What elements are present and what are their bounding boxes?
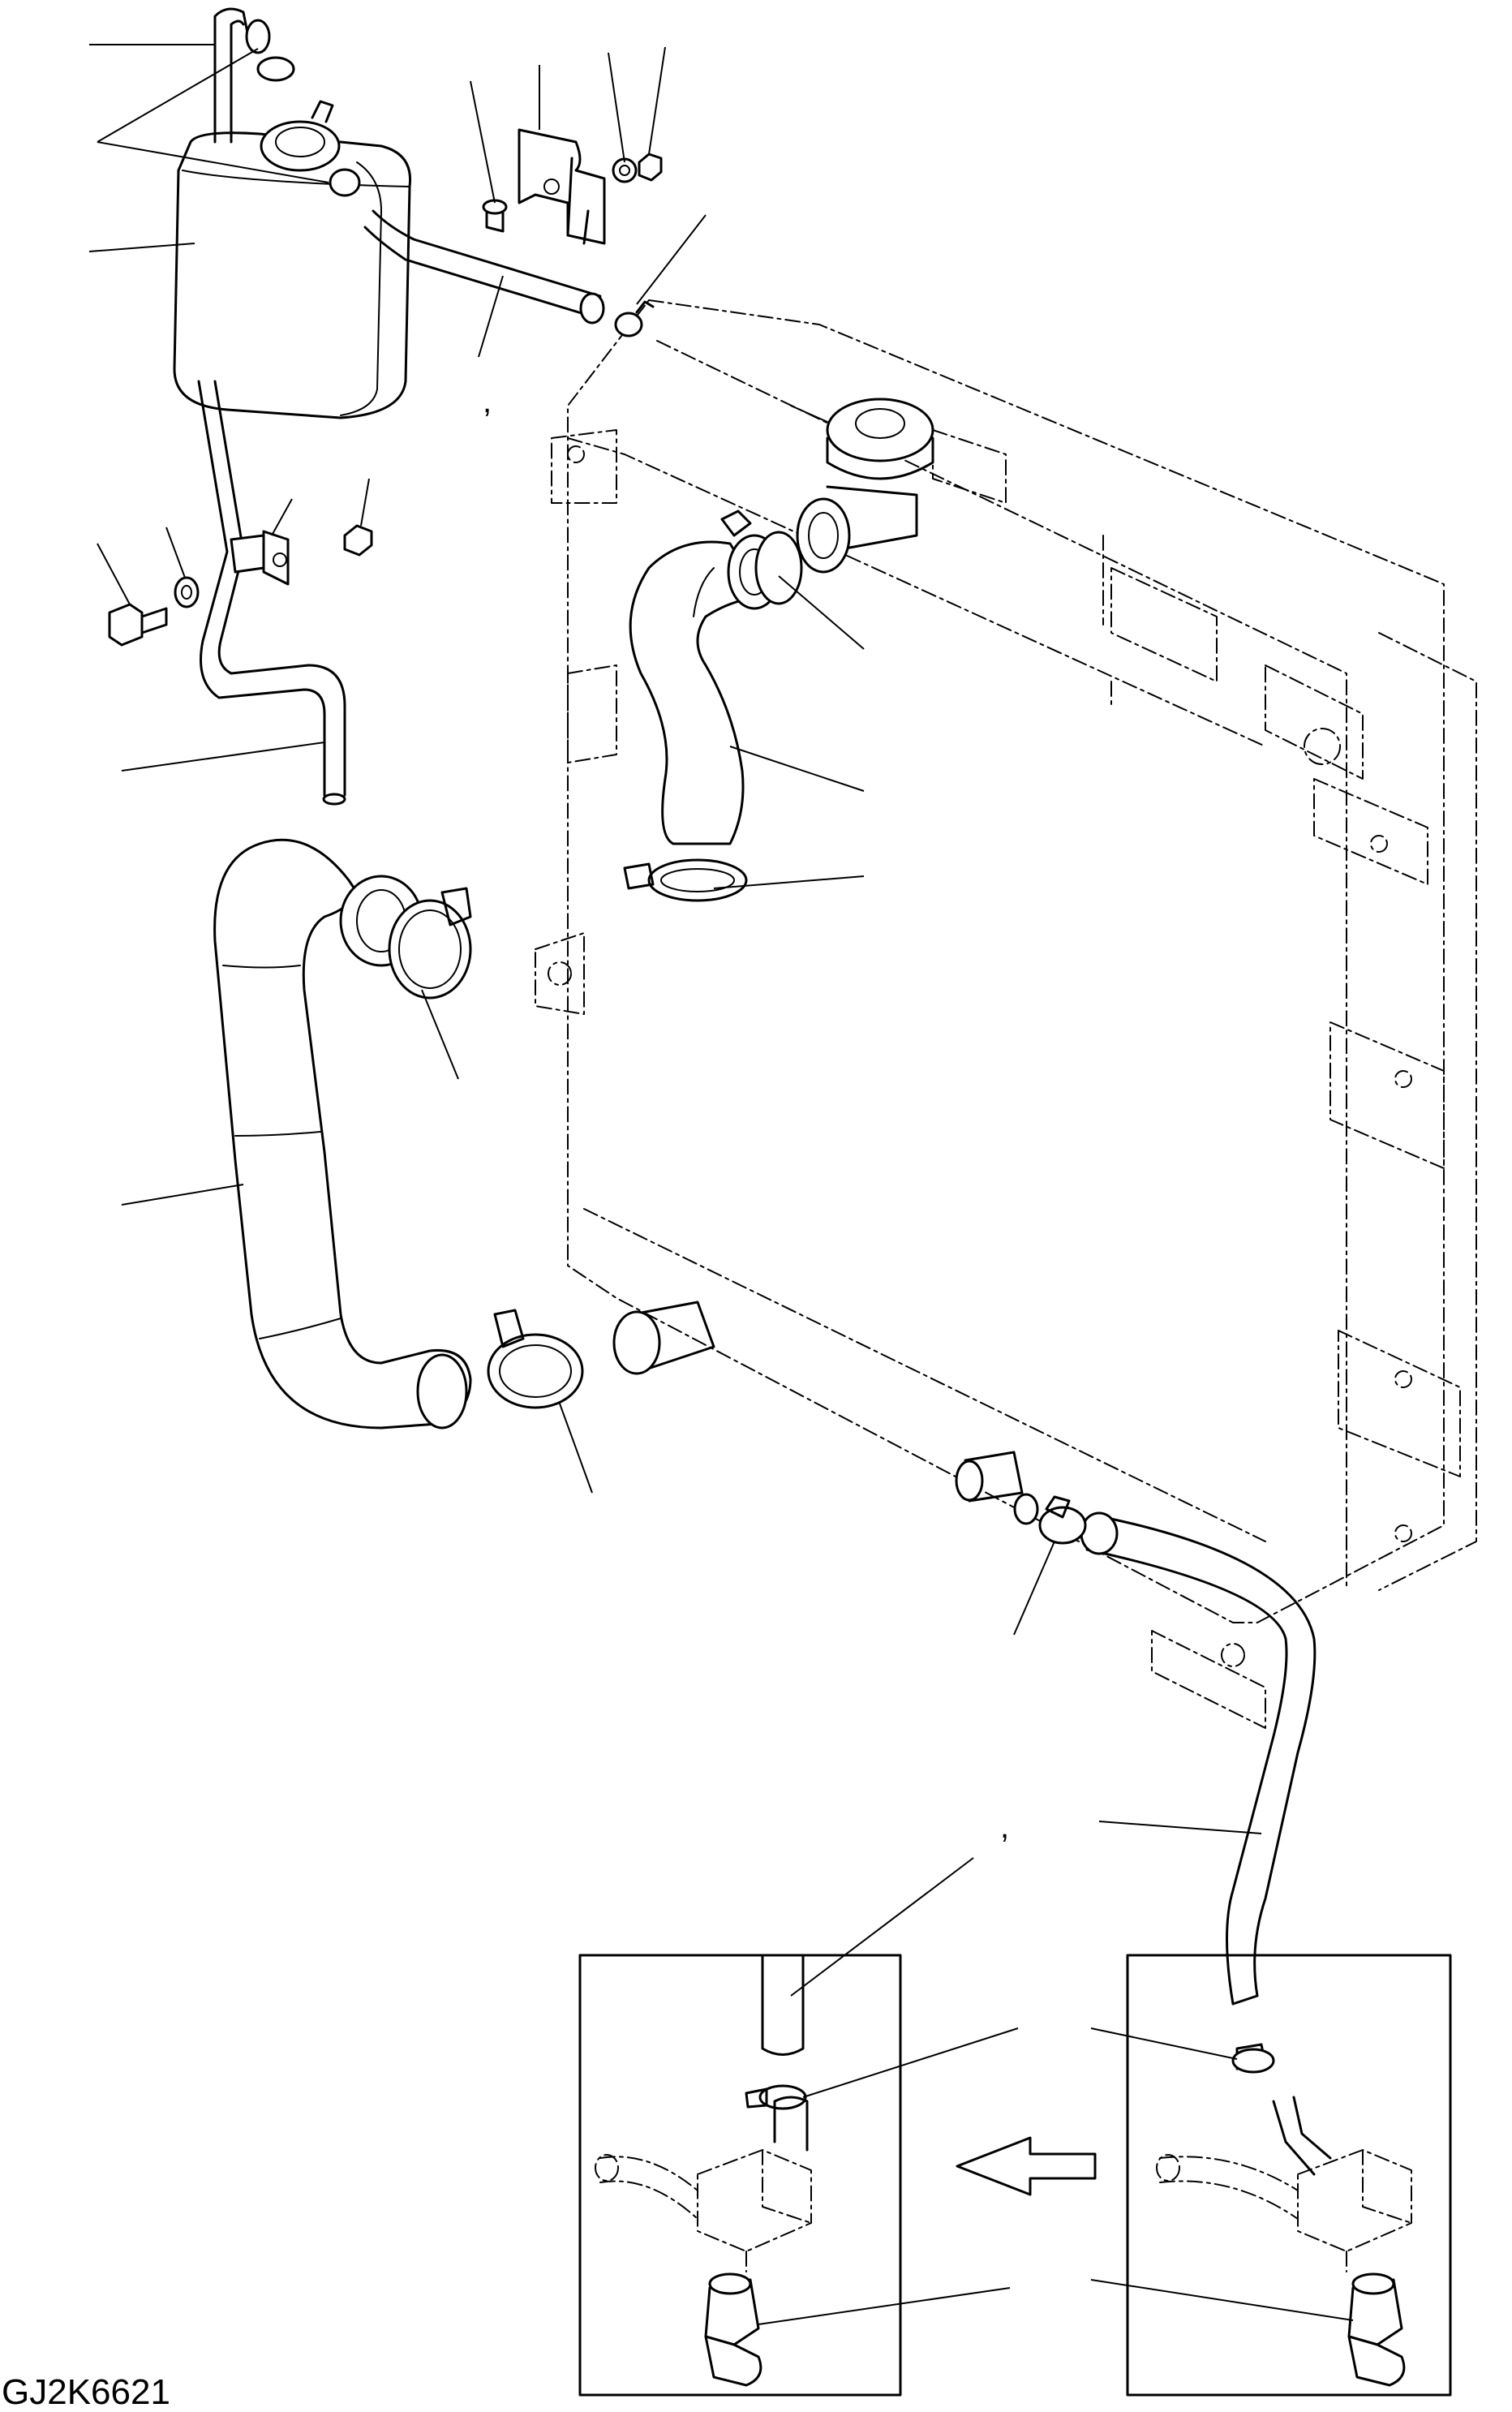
- bracket-washer: [612, 157, 638, 183]
- tank-drain-tube: [197, 380, 346, 806]
- bracket-bolt: [482, 199, 508, 233]
- radiator-lower-inlet-pipe: [612, 1301, 715, 1375]
- detail-box-left: [578, 1954, 902, 2397]
- drain-outlet: [955, 1451, 1039, 1525]
- view-direction-arrow: [956, 2136, 1097, 2196]
- callout-mark-lower: ,: [1000, 1809, 1009, 1845]
- tube-nut: [343, 524, 373, 557]
- upper-radiator-hose: [629, 534, 782, 845]
- tank-bracket: [518, 128, 606, 245]
- drain-hose: [1080, 1511, 1317, 2006]
- callout-mark-upper: ,: [483, 384, 492, 419]
- reserve-tank: [173, 100, 412, 419]
- tube-washer: [174, 576, 200, 608]
- tank-to-radiator-hose: [363, 209, 655, 338]
- bracket-nut: [638, 153, 663, 182]
- figure-code: GJ2K6621: [2, 2372, 170, 2412]
- radiator-assembly: [535, 299, 1477, 1729]
- upper-hose-clamp-bottom: [623, 858, 748, 902]
- overflow-tube: [213, 7, 361, 197]
- drain-hose-clamp: [1038, 1495, 1087, 1545]
- leader-lines: [88, 44, 1354, 2325]
- radiator-cap: [790, 398, 934, 480]
- lower-radiator-hose: [213, 838, 472, 1430]
- radiator-upper-outlet-pipe: [796, 485, 918, 574]
- lower-hose-clamp-top: [388, 887, 472, 1000]
- lower-hose-clamp-bottom: [487, 1309, 584, 1409]
- detail-box-right: [1126, 1954, 1452, 2397]
- tube-bolt: [108, 603, 168, 647]
